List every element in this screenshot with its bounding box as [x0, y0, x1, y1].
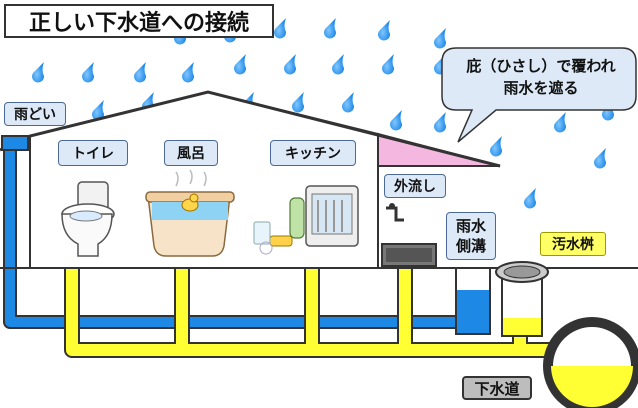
rain-drop	[134, 62, 147, 83]
label-rain-ditch-line-1: 雨水	[455, 217, 486, 235]
ground-and-pipes	[0, 136, 638, 408]
rain-drop	[602, 100, 615, 121]
rain-drop	[382, 54, 395, 75]
gutter	[1, 135, 29, 151]
rain-drop	[342, 92, 355, 113]
rain-drop	[434, 54, 447, 75]
rain-drop	[92, 100, 105, 121]
label-gutter: 雨どい	[4, 102, 66, 126]
rain-drop	[490, 136, 503, 157]
rain-drop	[292, 92, 305, 113]
rain-drop	[332, 54, 345, 75]
rain-drop	[324, 18, 337, 39]
rain-drop	[434, 112, 447, 133]
label-sewage-manhole: 汚水桝	[540, 232, 606, 256]
label-sewer: 下水道	[462, 376, 532, 400]
kitchen-illustration	[253, 185, 359, 255]
rain-drop	[32, 62, 45, 83]
callout-line-1: 庇（ひさし）で覆われ	[466, 57, 616, 75]
sewage-pipe	[66, 262, 556, 356]
callout-line-2: 雨水を遮る	[503, 79, 579, 97]
page-title: 正しい下水道への接続	[4, 4, 274, 38]
label-bath: 風呂	[164, 140, 218, 166]
toilet-illustration	[61, 181, 115, 257]
label-outdoor-sink: 外流し	[384, 174, 446, 198]
rain-drop	[378, 20, 391, 41]
label-rain-ditch: 雨水 側溝	[446, 212, 496, 260]
rain-drop	[554, 112, 567, 133]
rain-drop	[594, 148, 607, 169]
bath-illustration	[145, 169, 235, 257]
rain-drop	[524, 188, 537, 209]
outdoor-sink	[381, 203, 437, 267]
label-rain-ditch-line-2: 側溝	[455, 237, 486, 255]
label-kitchen: キッチン	[270, 140, 356, 166]
rain-drop	[274, 18, 287, 39]
rain-drop	[182, 62, 195, 83]
main-sewer-water	[551, 366, 633, 407]
rain-drop	[234, 54, 247, 75]
rain-drop	[284, 54, 297, 75]
rain-drop	[390, 110, 403, 131]
rain-drop	[82, 62, 95, 83]
rain-drop	[434, 28, 447, 49]
sewage-manhole-water	[503, 318, 541, 335]
label-toilet: トイレ	[58, 140, 128, 166]
rain-ditch-water	[457, 290, 489, 333]
